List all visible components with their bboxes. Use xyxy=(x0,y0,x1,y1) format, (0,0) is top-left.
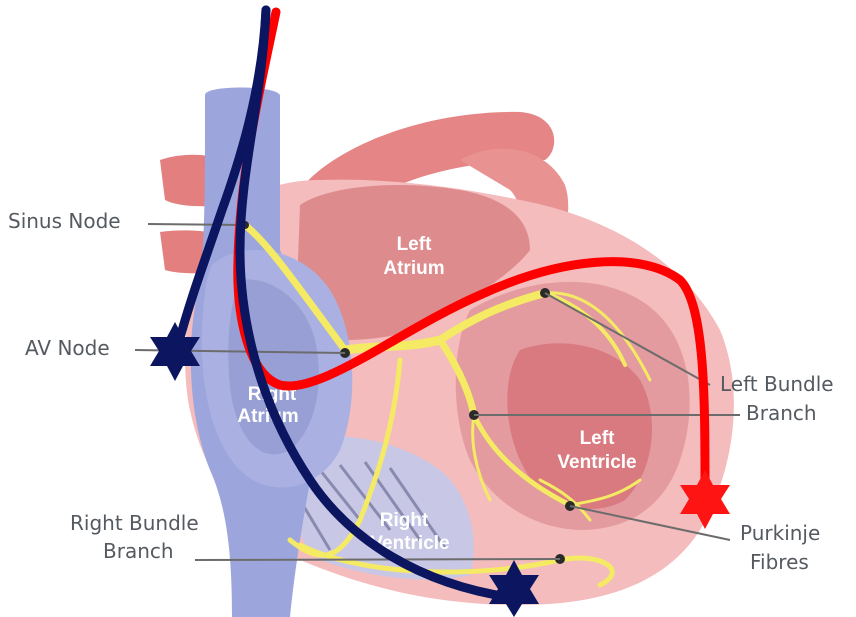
left-atrium-label-1: Left xyxy=(397,234,433,255)
sinus-node-leader xyxy=(148,224,245,225)
purkinje-fibres-label-1: Purkinje xyxy=(740,521,820,545)
purkinje-fibres-label-2: Fibres xyxy=(750,550,809,574)
right-bundle-branch-label-2: Branch xyxy=(103,539,174,563)
right-ventricle-label-1: Right xyxy=(380,510,429,531)
sinus-node-label: Sinus Node xyxy=(8,209,121,233)
right-bundle-leader xyxy=(195,559,560,560)
left-ventricle-label-2: Ventricle xyxy=(557,452,636,473)
av-node-label: AV Node xyxy=(25,336,110,360)
left-ventricle-label-1: Left xyxy=(580,428,616,449)
left-bundle-branch-label-1: Left Bundle xyxy=(720,372,834,396)
left-atrium-label-2: Atrium xyxy=(383,258,444,279)
right-bundle-branch-label-1: Right Bundle xyxy=(70,511,199,535)
left-bundle-branch-label-2: Branch xyxy=(746,401,817,425)
